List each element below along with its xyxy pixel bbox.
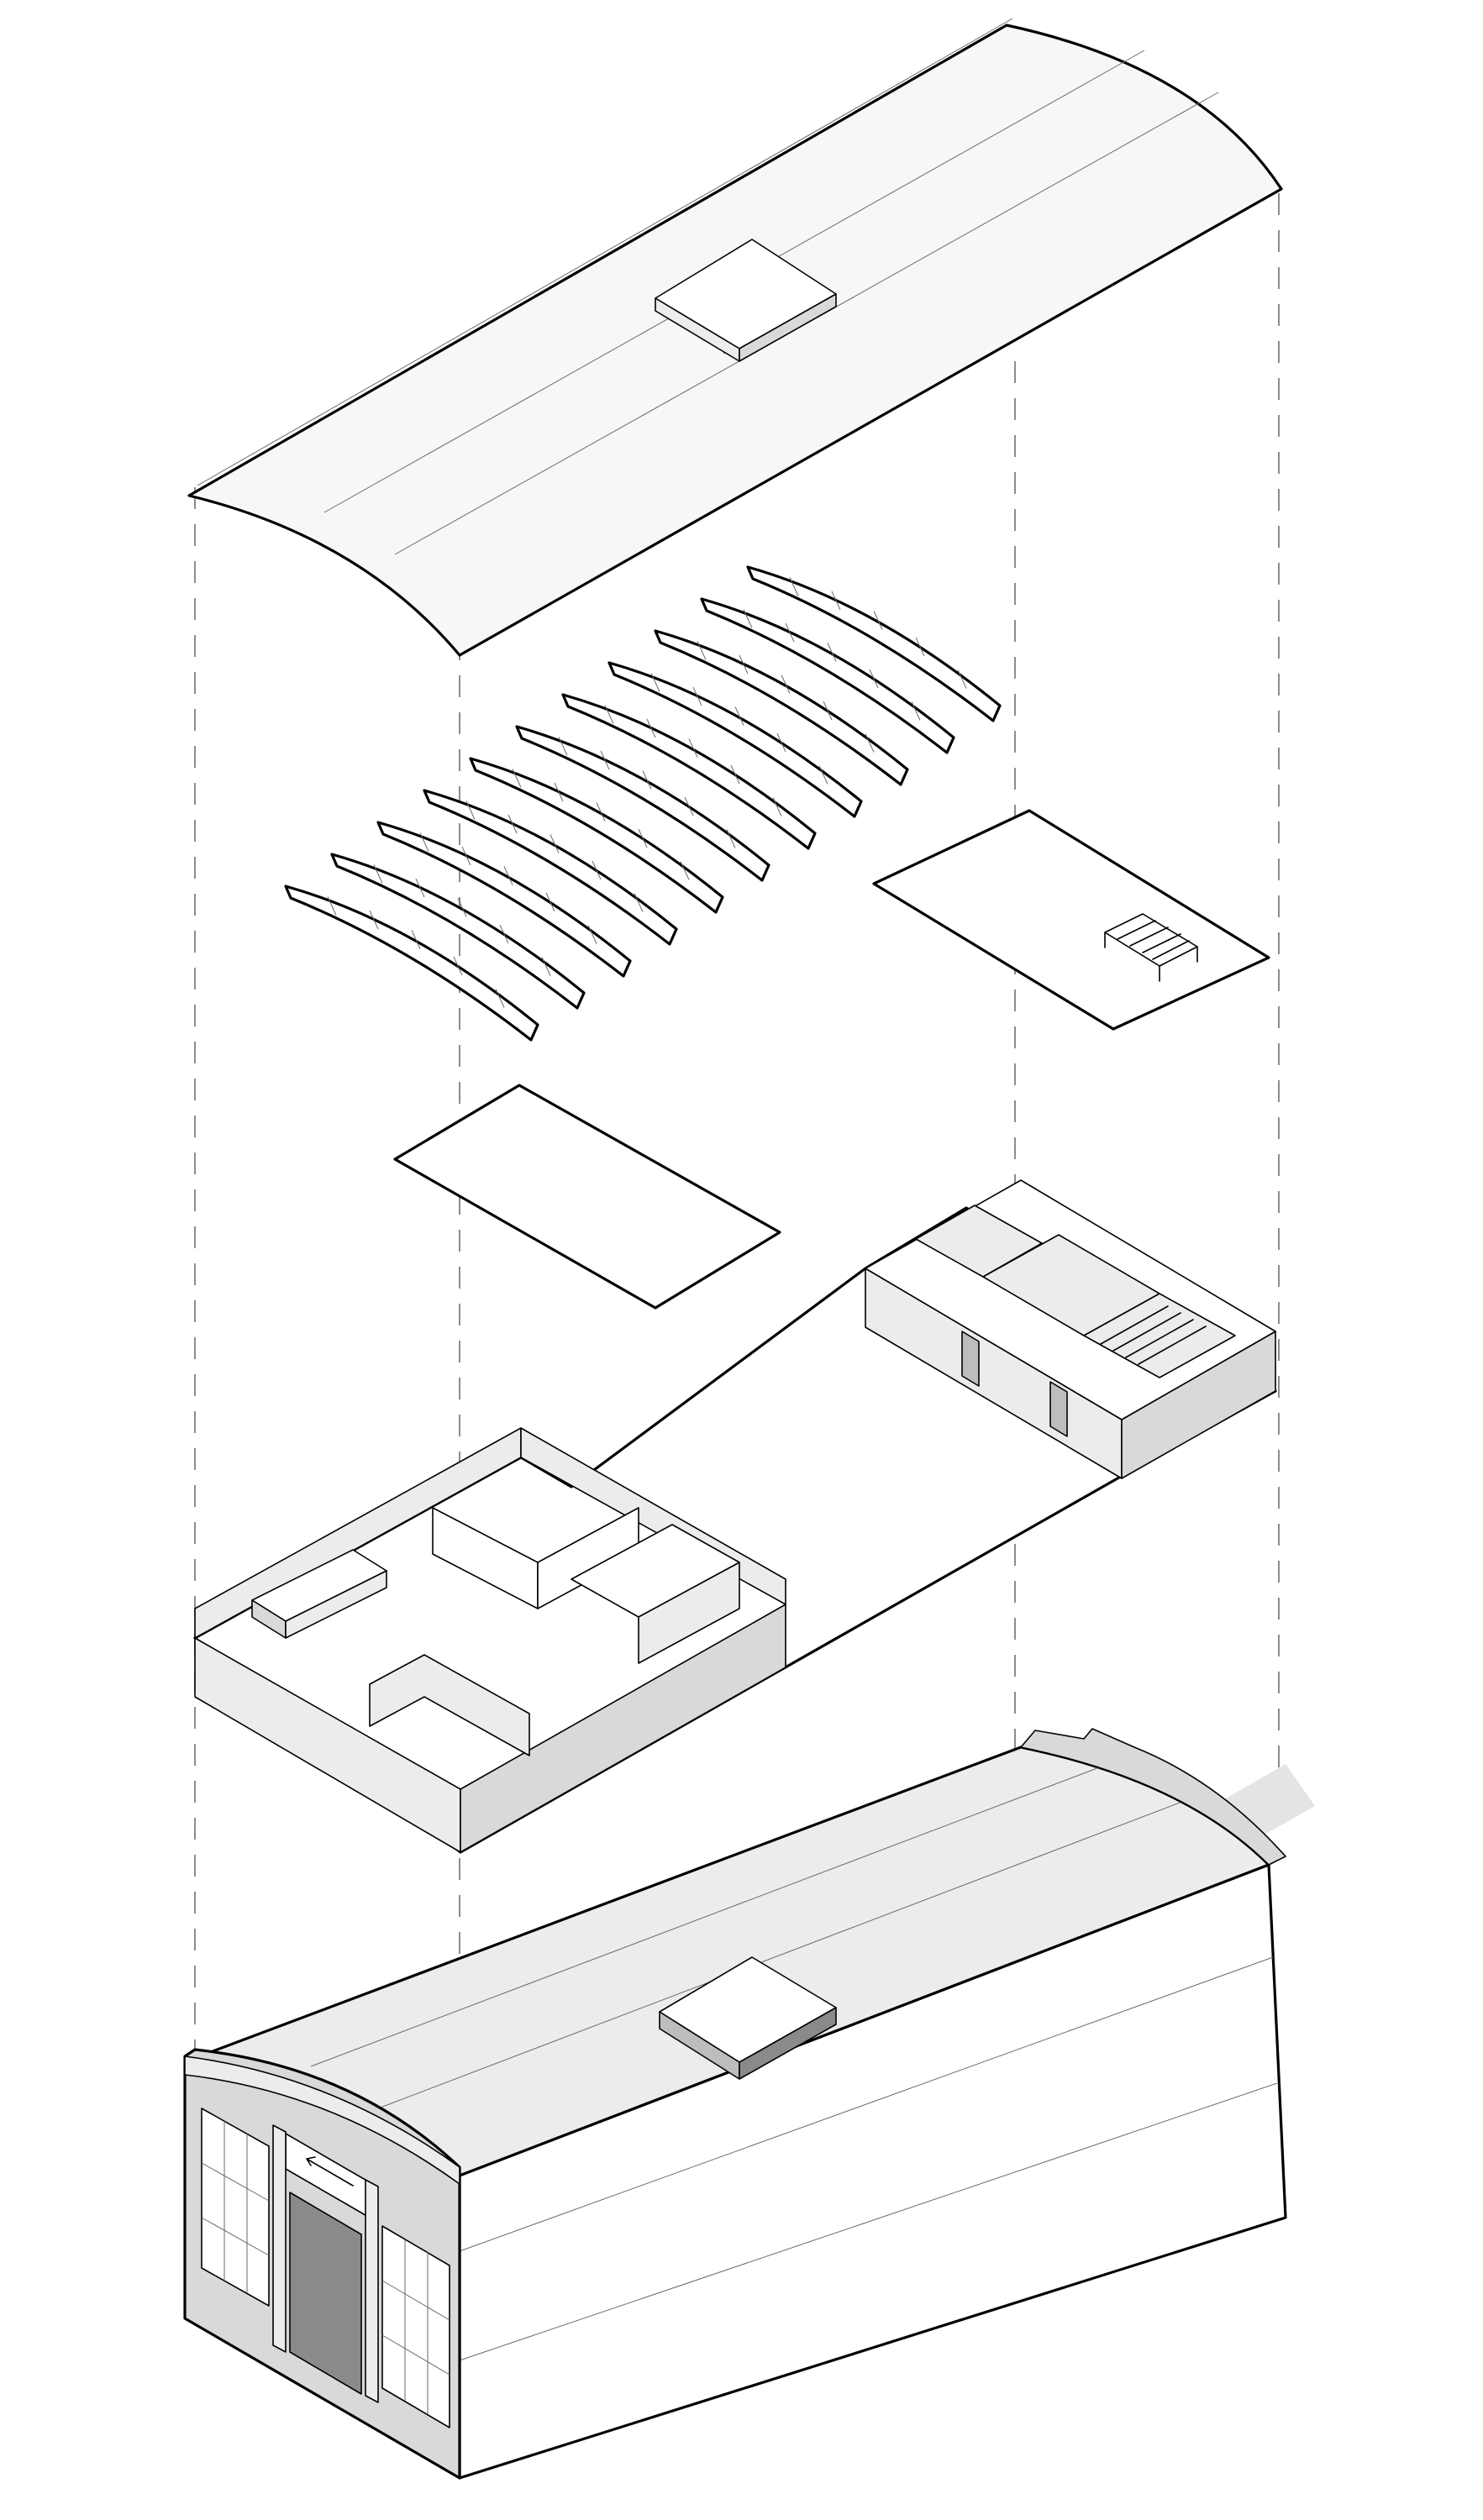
front-left-wall-side (460, 1604, 786, 1853)
roof-truss-web (327, 896, 505, 1008)
roof-truss-web (512, 769, 690, 880)
mezzanine-level (393, 1084, 781, 1310)
right-block-door-1 (961, 1331, 980, 1387)
roof-truss-chord (654, 629, 909, 786)
facade-pilaster-left (272, 2124, 287, 2353)
building-roof-monitor (659, 1956, 837, 2080)
roof-truss-chord (330, 853, 586, 1010)
right-block-door-2 (1049, 1381, 1068, 1437)
roof-truss (423, 789, 678, 946)
roof-truss-chord (700, 597, 955, 754)
right-block-stair-treads (1100, 1305, 1207, 1365)
roof-truss (284, 885, 539, 1042)
roof-truss-web (650, 673, 828, 785)
counter-side (285, 1570, 387, 1639)
roof-truss (330, 853, 586, 1010)
mezzanine-slab-outline (393, 1084, 781, 1310)
roof-truss-web (558, 737, 736, 848)
roof-truss-chord (469, 757, 724, 914)
assembled-building (183, 1728, 1315, 2480)
roof-truss (561, 693, 817, 850)
roof-truss (607, 661, 863, 818)
building-side-wall-course (459, 1956, 1274, 2252)
roof-monitor (655, 239, 837, 362)
roof-truss-chord (376, 821, 632, 978)
roof-truss-chord (423, 789, 678, 946)
roof-truss (376, 821, 632, 978)
facade-right-window (381, 2225, 450, 2428)
facade-parapet-cap (184, 2055, 460, 2185)
facade-left-window (201, 2108, 270, 2307)
right-block-stair-room (1083, 1293, 1236, 1378)
roof-truss-web (373, 864, 551, 976)
roof-truss-web (789, 577, 967, 689)
roof-truss (469, 757, 724, 914)
utility-room-walls (369, 1654, 530, 1756)
right-window-frame (381, 2225, 450, 2428)
roof-truss-web (697, 641, 875, 753)
right-window-mullions (381, 2239, 450, 2414)
front-facade (183, 2048, 461, 2480)
entrance-arrow-icon (306, 2156, 354, 2187)
rear-parapet (1020, 1728, 1286, 1866)
stair-treads (1117, 920, 1190, 960)
stair-box-legs (1104, 932, 1198, 982)
upper-slab-with-stair (872, 809, 1270, 1031)
roof-truss-web (419, 832, 597, 944)
reception-counter (251, 1549, 387, 1639)
roof-truss (654, 629, 909, 786)
facade-pilaster-right (365, 2179, 379, 2403)
roof-truss-chord (284, 885, 539, 1042)
roof-truss (746, 565, 1002, 722)
upper-slab-outline (872, 809, 1270, 1031)
entrance-opening (289, 2192, 362, 2395)
ground-floor-plan-layer (193, 1179, 1277, 1854)
left-window-mullions (201, 2121, 270, 2293)
roof-truss-chord (607, 661, 863, 818)
roof-truss (515, 725, 770, 882)
interior-room-wall (638, 1562, 740, 1664)
building-roof-seam (377, 1797, 1194, 2109)
roof-monitor-side (739, 293, 837, 362)
roof-shell-edge-thickness (197, 18, 1013, 486)
building-roof-ridge (310, 1756, 1127, 2067)
stair-icon (1104, 913, 1198, 982)
roof-truss-chord (746, 565, 1002, 722)
roof-truss-web (604, 705, 782, 816)
right-block-room-1 (915, 1205, 1043, 1278)
roof-truss-web (743, 609, 921, 721)
building-side-wall-course-2 (459, 2082, 1278, 2361)
left-window-frame (201, 2108, 270, 2307)
roof-truss-web (465, 801, 644, 912)
roof-truss-chord (561, 693, 817, 850)
roof-truss-chord (515, 725, 770, 882)
roof-shell-layer (187, 18, 1283, 657)
roof-trusses-layer (284, 565, 1002, 1042)
building-monitor-side (739, 2007, 837, 2080)
roof-truss (700, 597, 955, 754)
